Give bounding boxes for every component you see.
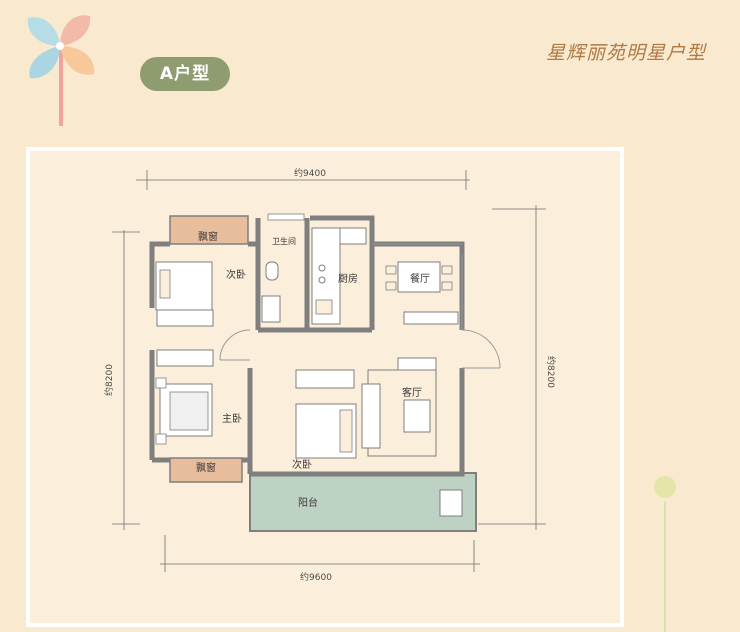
label-dining: 餐厅 — [410, 272, 430, 285]
decorative-ball-icon — [654, 476, 676, 632]
balcony-area — [249, 472, 477, 532]
pinwheel-logo — [27, 15, 95, 126]
label-bay-window-bottom: 飘窗 — [196, 461, 216, 474]
dining-table — [397, 261, 441, 293]
bay-window-top — [169, 215, 249, 245]
sofa — [361, 383, 381, 449]
bath-sink — [261, 295, 281, 323]
unit-type-badge: A户型 — [140, 57, 230, 91]
dim-right-label: 约8200 — [545, 356, 557, 388]
bay-window-bottom — [169, 457, 243, 483]
label-balcony: 阳台 — [298, 496, 318, 509]
label-bathroom: 卫生间 — [272, 236, 296, 246]
dim-left-label: 约8200 — [103, 364, 115, 396]
wardrobe-bottom — [156, 349, 214, 367]
brand-title: 星辉丽苑明星户型 — [545, 42, 706, 64]
label-bay-window-top: 飘窗 — [198, 230, 218, 243]
dim-top-label: 约9400 — [294, 167, 326, 179]
label-living-room: 客厅 — [402, 386, 422, 399]
wardrobe-top — [156, 309, 214, 327]
dim-bottom-label: 约9600 — [300, 571, 332, 583]
label-master-bedroom: 主卧 — [222, 412, 242, 425]
label-bedroom-bottom: 次卧 — [292, 458, 312, 471]
balcony-sink — [439, 489, 463, 517]
label-kitchen: 厨房 — [338, 272, 358, 285]
label-bedroom-top: 次卧 — [226, 268, 246, 281]
toilet — [265, 261, 279, 281]
coffee-table — [403, 399, 431, 433]
tv-cabinet — [295, 369, 355, 389]
dimension-lines — [112, 170, 546, 572]
